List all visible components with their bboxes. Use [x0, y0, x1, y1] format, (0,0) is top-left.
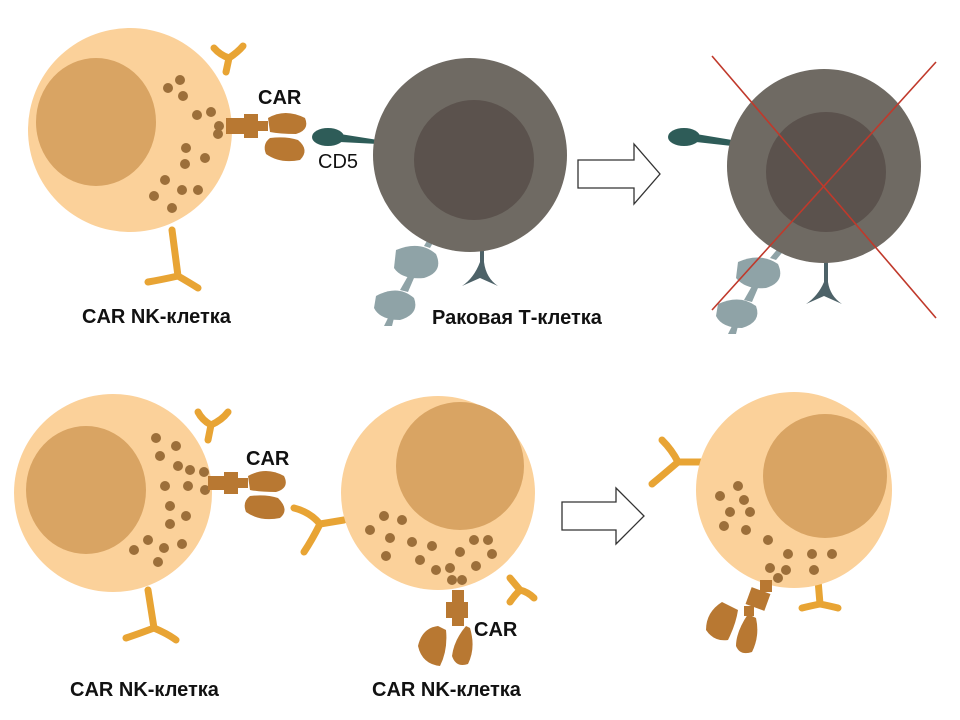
- nk-nucleus: [36, 58, 156, 186]
- car-nk-label-top: CAR NK-клетка: [82, 306, 231, 328]
- granules-bl: [129, 433, 210, 567]
- car-label-bottom-left: CAR: [246, 448, 290, 470]
- car-nk-cell-bottom-right: [648, 392, 892, 654]
- dead-tumor-t-cell: [668, 55, 937, 334]
- t-nucleus: [414, 100, 534, 220]
- car-label-top: CAR: [258, 87, 302, 109]
- cross-mark: [711, 55, 937, 319]
- cd5-label: CD5: [318, 151, 359, 173]
- nk-receptor-bottom: [144, 226, 202, 292]
- nk-nucleus-br: [763, 414, 887, 538]
- car-receptor-br: [706, 580, 772, 654]
- car-receptor: [226, 113, 307, 162]
- car-nk-label-bottom-mid: CAR NK-клетка: [372, 679, 521, 701]
- nk-receptor-top-bl: [194, 408, 232, 444]
- car-receptor-bl: [208, 471, 286, 520]
- cd5-receptor-dead: [668, 128, 732, 146]
- t-receptor-stacked: [374, 232, 439, 326]
- nk-receptor-bottom-bl: [122, 586, 180, 644]
- t-receptor-branched: [462, 240, 498, 286]
- car-nk-cell-bottom-left: [14, 394, 286, 644]
- cd5-receptor: [312, 128, 378, 146]
- arrow-top: [577, 142, 661, 206]
- nk-nucleus-bm: [396, 402, 524, 530]
- tumor-t-cell-label: Раковая Т-клетка: [432, 307, 602, 329]
- tumor-t-cell: [312, 58, 567, 326]
- car-nk-cell-bottom-mid: [290, 396, 538, 666]
- granules-br: [715, 481, 837, 583]
- nk-receptor-top: [210, 42, 247, 76]
- car-nk-cell-top-left: [28, 28, 307, 292]
- granules: [149, 75, 224, 213]
- car-label-bottom-mid: CAR: [474, 619, 518, 641]
- granules-bm: [365, 511, 497, 585]
- t-receptor-branched-dead: [806, 258, 842, 304]
- nk-receptor-left-bm: [290, 504, 348, 556]
- arrow-bottom: [561, 486, 645, 546]
- dead-t-nucleus: [766, 112, 886, 232]
- car-receptor-bm: [418, 590, 473, 666]
- t-receptor-stacked-dead: [716, 246, 786, 334]
- car-nk-label-bottom-left: CAR NK-клетка: [70, 679, 219, 701]
- nk-receptor-right-bm: [506, 574, 538, 606]
- nk-nucleus-bl: [26, 426, 146, 554]
